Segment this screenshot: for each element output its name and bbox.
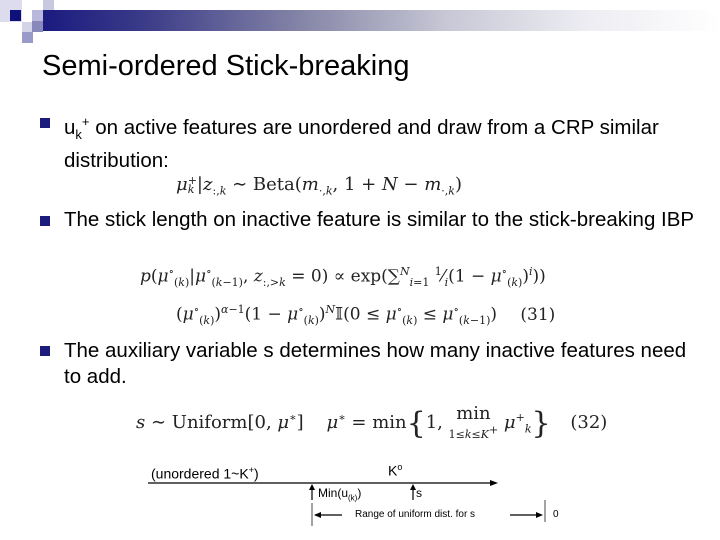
bullet-marker [40, 118, 50, 128]
equation-ibp-line1: p(μ∘(k)|μ∘(k−1), z:,>k = 0) ∝ exp(∑Ni=1 … [140, 265, 546, 290]
decor-square [32, 21, 43, 32]
decor-square [22, 22, 33, 33]
decor-square [43, 0, 54, 10]
equation-number-32: (32) [570, 412, 608, 433]
bullet-marker [40, 216, 50, 226]
equation-ibp-line2: (μ∘(k))α−1(1 − μ∘(k))N𝕀(0 ≤ μ∘(k) ≤ μ∘(k… [176, 303, 556, 328]
bullet-text-2: The stick length on inactive feature is … [64, 208, 695, 231]
diagram-marker2-label: s [416, 486, 422, 500]
decor-square [10, 10, 21, 21]
bullet-marker [40, 346, 50, 356]
diagram-marker1-label: Min(u(k)) [318, 486, 362, 503]
decor-square [32, 10, 43, 21]
slide-title: Semi-ordered Stick-breaking [42, 50, 410, 82]
bullet-text-1: uk+ on active features are unordered and… [64, 114, 659, 172]
header-gradient-bar [40, 10, 720, 31]
equation-number-31: (31) [520, 304, 556, 325]
diagram-range-label: Range of uniform dist. for s [355, 509, 476, 520]
decor-square [22, 32, 33, 43]
range-left-arrowhead-icon [314, 512, 321, 518]
diagram-left-label: (unordered 1~K+) [151, 465, 259, 482]
diagram-top-label: Ko [388, 462, 403, 479]
equation-beta: μ+k|z:,k ∼ Beta(m·,k, 1 + N − m·,k) [176, 174, 462, 198]
bullet-text-3: The auxiliary variable s determines how … [64, 339, 687, 388]
range-right-arrowhead-icon [536, 512, 543, 518]
min-up-arrow-icon [309, 484, 315, 490]
axis-arrowhead-icon [490, 480, 498, 486]
s-up-arrow-icon [410, 484, 416, 490]
diagram-end-label: 0 [553, 509, 559, 520]
